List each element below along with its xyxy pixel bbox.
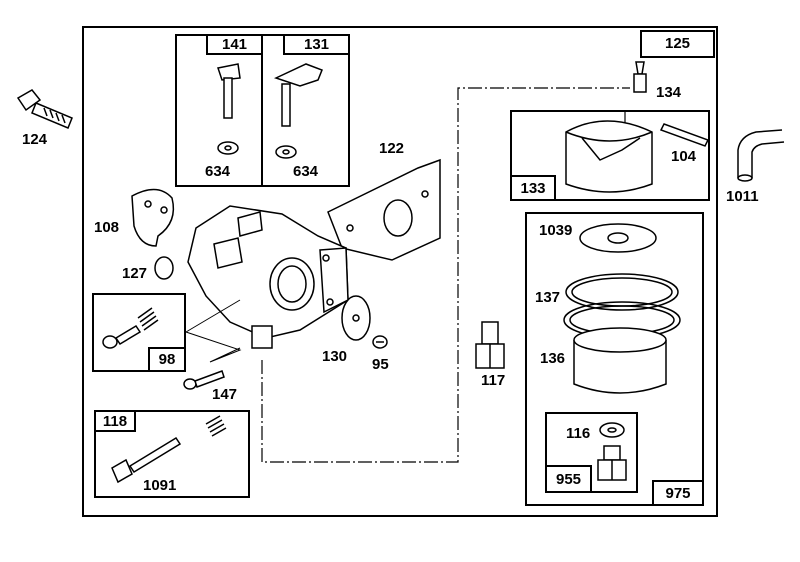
- kit-975-box: [525, 212, 704, 506]
- label-104: 104: [671, 148, 697, 165]
- label-136: 136: [540, 350, 566, 367]
- fuel-hose-1011-icon: [737, 129, 785, 182]
- label-98: 98: [158, 351, 176, 368]
- float-pin-104-icon: [659, 123, 710, 147]
- label-125: 125: [664, 35, 691, 52]
- carburetor-body-icon: [187, 205, 349, 349]
- float-bowl-136-icon: [573, 327, 667, 394]
- label-634-b: 634: [293, 163, 319, 180]
- label-117: 117: [481, 372, 506, 389]
- label-1039: 1039: [539, 222, 573, 239]
- label-124: 124: [22, 131, 48, 148]
- kit-125-tab: [640, 30, 715, 58]
- main-frame: [82, 26, 718, 517]
- float-133-icon: [565, 120, 653, 193]
- choke-shaft-131-icon: [273, 63, 323, 159]
- screw-95-icon: [372, 335, 388, 349]
- inlet-needle-134-icon: [633, 61, 647, 93]
- kit-133-box: [510, 110, 710, 201]
- disk-130-icon: [341, 295, 371, 341]
- throttle-shaft-141-icon: [217, 63, 241, 155]
- needle-valve-118-icon: [111, 415, 227, 484]
- idle-screw-98-icon: [102, 307, 159, 349]
- label-131: 131: [303, 36, 330, 53]
- label-133: 133: [520, 180, 546, 197]
- bowl-nut-955-icon: [597, 445, 627, 481]
- main-jet-117-icon: [475, 321, 505, 369]
- label-116: 116: [566, 425, 591, 442]
- label-134: 134: [656, 84, 682, 101]
- label-118: 118: [102, 413, 128, 430]
- gasket-122-icon: [327, 158, 441, 261]
- kit-118-box: [94, 410, 250, 498]
- label-1011: 1011: [726, 188, 759, 205]
- bolt-124-icon: [16, 89, 73, 129]
- welch-plug-127-icon: [154, 256, 174, 280]
- leader-line: [261, 87, 630, 463]
- label-141: 141: [221, 36, 248, 53]
- label-122: 122: [379, 140, 405, 157]
- label-975: 975: [665, 485, 691, 502]
- label-634-a: 634: [205, 163, 231, 180]
- idle-mixture-screw-147-icon: [183, 370, 225, 390]
- kit-98-box: [92, 293, 186, 372]
- plate-108-icon: [131, 188, 175, 247]
- label-108: 108: [94, 219, 120, 236]
- label-1091: 1091: [143, 477, 177, 494]
- label-137: 137: [535, 289, 561, 306]
- label-127: 127: [122, 265, 148, 282]
- washer-116-icon: [599, 422, 625, 438]
- label-955: 955: [555, 471, 582, 488]
- bowl-gasket-137-icon: [563, 273, 681, 339]
- washer-1039-icon: [579, 223, 657, 253]
- label-95: 95: [372, 356, 389, 373]
- label-130: 130: [322, 348, 348, 365]
- label-147: 147: [212, 386, 238, 403]
